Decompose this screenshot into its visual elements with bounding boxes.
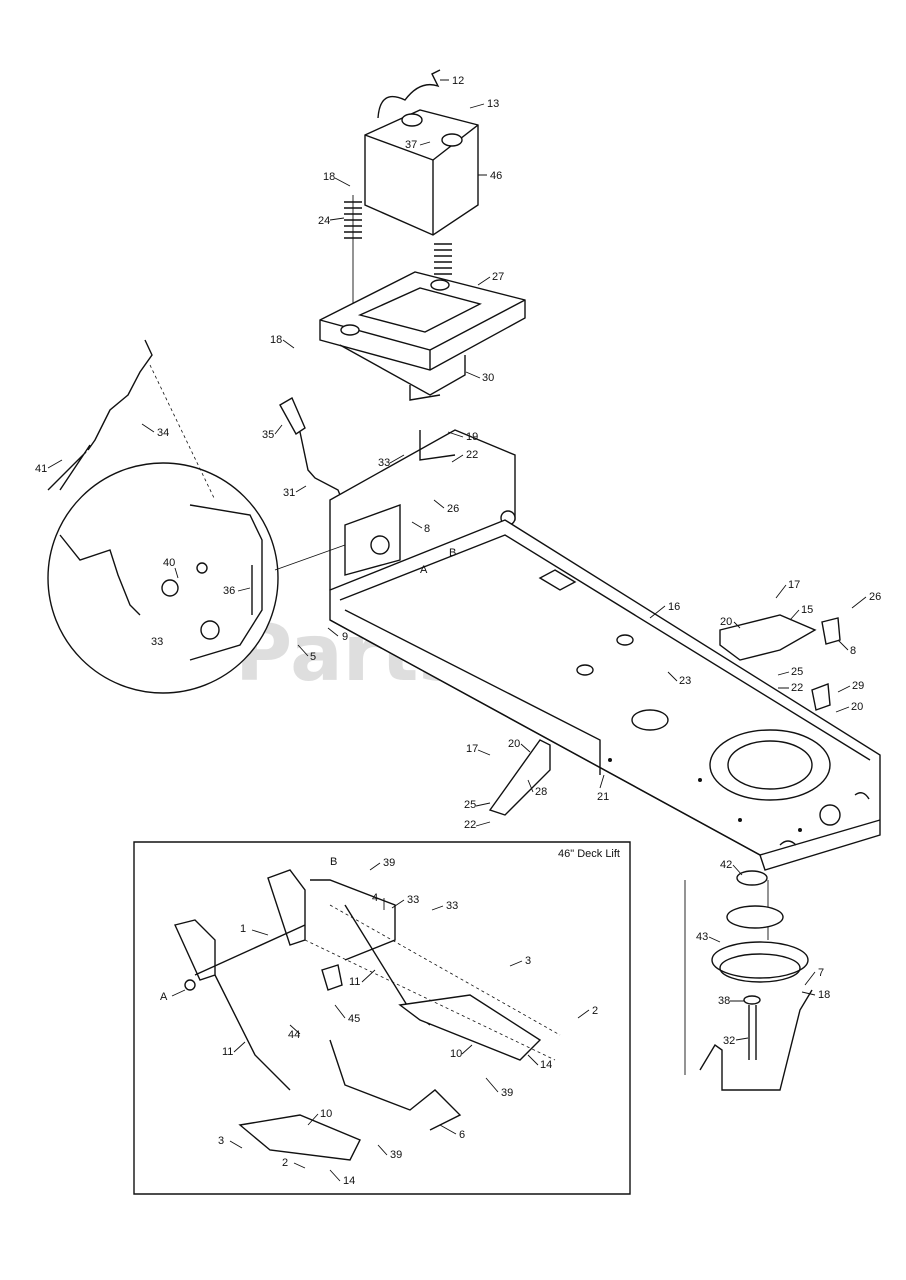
callout-c14a: 14 xyxy=(540,1059,552,1071)
callout-c5: 5 xyxy=(310,651,316,663)
callout-c4: 4 xyxy=(372,892,378,904)
callout-c8b: 8 xyxy=(850,645,856,657)
callout-c39c: 39 xyxy=(390,1149,402,1161)
detail-inset xyxy=(47,462,346,694)
callout-c3a: 3 xyxy=(525,955,531,967)
callout-c3b: 3 xyxy=(218,1135,224,1147)
callout-c20b: 20 xyxy=(851,701,863,713)
callout-c1: 1 xyxy=(240,923,246,935)
callout-c10b: 10 xyxy=(320,1108,332,1120)
callout-c9: 9 xyxy=(342,631,348,643)
callout-c10a: 10 xyxy=(450,1048,462,1060)
callout-c15: 15 xyxy=(801,604,813,616)
callout-c12: 12 xyxy=(452,75,464,87)
callout-c18b: 18 xyxy=(270,334,282,346)
callout-c17a: 17 xyxy=(788,579,800,591)
callout-c35: 35 xyxy=(262,429,274,441)
callout-c17b: 17 xyxy=(466,743,478,755)
callout-c2b: 2 xyxy=(282,1157,288,1169)
spring-right xyxy=(434,243,452,275)
callout-c11a: 11 xyxy=(349,976,360,988)
callout-c2a: 2 xyxy=(592,1005,598,1017)
callout-c26b: 26 xyxy=(869,591,881,603)
callout-c36: 36 xyxy=(223,585,235,597)
callout-c20a: 20 xyxy=(720,616,732,628)
callout-c28: 28 xyxy=(535,786,547,798)
callout-c29: 29 xyxy=(852,680,864,692)
callout-c32: 32 xyxy=(723,1035,735,1047)
callout-c8a: 8 xyxy=(424,523,430,535)
callout-c27: 27 xyxy=(492,271,504,283)
callout-c33d: 33 xyxy=(446,900,458,912)
callout-c23: 23 xyxy=(679,675,691,687)
callout-c34: 34 xyxy=(157,427,169,439)
callout-c40: 40 xyxy=(163,557,175,569)
callout-c22a: 22 xyxy=(466,449,478,461)
callout-c22b: 22 xyxy=(791,682,803,694)
callout-c39a: 39 xyxy=(383,857,395,869)
callout-c11b: 11 xyxy=(222,1046,233,1058)
battery-tray xyxy=(319,271,526,401)
callout-c45: 45 xyxy=(348,1013,360,1025)
callout-c7: 7 xyxy=(818,967,824,979)
callout-c24: 24 xyxy=(318,215,330,227)
callout-c13: 13 xyxy=(487,98,499,110)
callout-cA2: A xyxy=(160,991,168,1003)
main-frame xyxy=(329,519,881,871)
deck-lift-inset: 46" Deck Lift xyxy=(133,841,631,1195)
callout-cB1: B xyxy=(449,547,456,559)
callout-c25a: 25 xyxy=(791,666,803,678)
callout-c16: 16 xyxy=(668,601,680,613)
callout-c33b: 33 xyxy=(151,636,163,648)
callout-c33c: 33 xyxy=(407,894,419,906)
callout-c46: 46 xyxy=(490,170,502,182)
callout-c38: 38 xyxy=(718,995,730,1007)
callout-c44: 44 xyxy=(288,1029,300,1041)
battery xyxy=(364,69,479,236)
callout-c6: 6 xyxy=(459,1129,465,1141)
callout-c21: 21 xyxy=(597,791,609,803)
callout-c33a: 33 xyxy=(378,457,390,469)
callout-c22c: 22 xyxy=(464,819,476,831)
bracket-bottom xyxy=(488,739,551,816)
callout-c42: 42 xyxy=(720,859,732,871)
callout-c18a: 18 xyxy=(323,171,335,183)
leader-lines xyxy=(47,79,867,1182)
callout-cA1: A xyxy=(420,564,428,576)
pulley-assembly xyxy=(684,870,813,1091)
callout-c18c: 18 xyxy=(818,989,830,1001)
callout-c39b: 39 xyxy=(501,1087,513,1099)
callout-c25b: 25 xyxy=(464,799,476,811)
callout-c41: 41 xyxy=(35,463,47,475)
callout-c19: 19 xyxy=(466,431,478,443)
callout-c26a: 26 xyxy=(447,503,459,515)
callout-c37: 37 xyxy=(405,139,417,151)
callout-c14b: 14 xyxy=(343,1175,355,1187)
inset-title: 46" Deck Lift xyxy=(558,848,620,860)
callout-c31: 31 xyxy=(283,487,295,499)
callout-c43: 43 xyxy=(696,931,708,943)
callout-labels: 12 13 37 46 18 24 27 18 30 34 35 19 33 2… xyxy=(35,75,881,1187)
callout-cB2: B xyxy=(330,856,337,868)
bracket-right xyxy=(719,614,841,711)
callout-c30: 30 xyxy=(482,372,494,384)
clutch-cable xyxy=(47,339,216,501)
callout-c20c: 20 xyxy=(508,738,520,750)
